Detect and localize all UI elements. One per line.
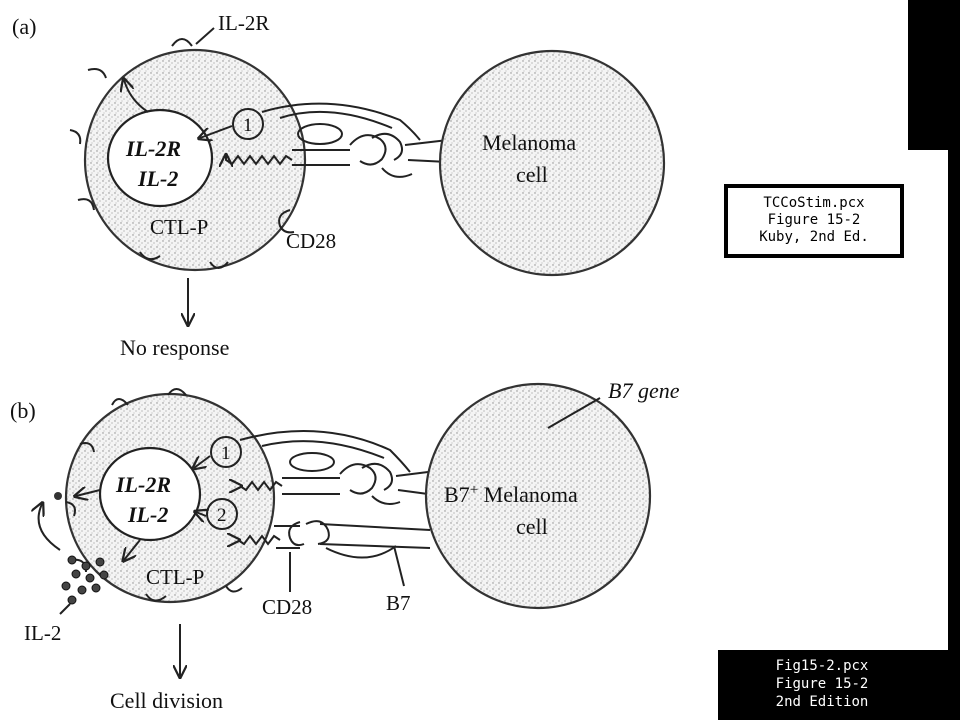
panel-a-il2r-pointer [195, 27, 215, 45]
panel-b-melanoma-cell [424, 382, 652, 610]
panel-a-step1-circle [232, 108, 264, 140]
panel-b-export-arrow-down [124, 539, 141, 560]
panel-a-cd28-receptor [278, 209, 295, 234]
panel-b-melanoma-line1: B7+ Melanoma [444, 482, 578, 507]
panel-a-step1-arrow [200, 125, 233, 138]
panel-b-nucleus-il2r: IL-2R [115, 472, 171, 497]
file-label-bottom-line3: 2nd Edition [776, 694, 869, 710]
top-right-dark-corner [908, 0, 948, 150]
panel-b-outcome-label: Cell division [110, 688, 223, 713]
file-label-bottom-line1: Fig15-2.pcx [776, 658, 869, 674]
panel-b-tcr-mhc-complex [239, 430, 429, 505]
panel-b-label: (b) [10, 398, 36, 423]
panel-a-il2r-label: IL-2R [218, 11, 269, 35]
panel-b-b7-gene-text: B7 gene [608, 378, 680, 403]
panel-b-melanoma-line2: cell [516, 514, 548, 539]
panel-b-il2-label: IL-2 [24, 621, 61, 645]
panel-b-b7-pointer [393, 545, 405, 587]
file-label-bottom: Fig15-2.pcx Figure 15-2 2nd Edition [718, 650, 960, 720]
panel-b-b7-gene-pointer [547, 397, 601, 429]
panel-a-melanoma-line2: cell [516, 162, 548, 187]
file-label-top-line1: TCCoStim.pcx [763, 195, 864, 211]
panel-b-ctlp-label: CTL-P [146, 565, 204, 589]
panel-b-melanoma-sup: + [470, 482, 478, 498]
crop-mask-right [700, 370, 718, 410]
panel-b-b7-gene-label: B7 gene [608, 378, 680, 403]
panel-a: (a) IL-2R IL-2R IL-2 1 [12, 11, 666, 360]
panel-b-il2-bound [54, 492, 62, 500]
panel-a-nucleus-il2: IL-2 [137, 166, 178, 191]
panel-b-il2-molecules [61, 555, 109, 605]
panel-b-step2-label: 2 [217, 505, 227, 526]
panel-b-nucleus-il2: IL-2 [127, 502, 168, 527]
panel-a-ctlp-label: CTL-P [150, 215, 208, 239]
panel-a-nucleus-il2r: IL-2R [125, 136, 181, 161]
panel-a-melanoma-line1: Melanoma [482, 130, 576, 155]
panel-b-melanoma-b7: B7 [444, 482, 470, 507]
panel-a-cd28-label: CD28 [286, 229, 336, 253]
panel-b-step2-arrow [196, 512, 206, 516]
panel-b-export-arrow-left [76, 490, 101, 496]
panel-b-signal1-arrow [240, 480, 283, 490]
panel-b-nucleus [98, 446, 202, 542]
panel-a-step1-label: 1 [243, 115, 253, 136]
panel-a-il2r-receptors [69, 38, 229, 269]
panel-a-export-arrow [124, 80, 149, 113]
panel-b-autocrine-arrow [39, 504, 61, 551]
file-label-top-line3: Kuby, 2nd Ed. [759, 229, 869, 245]
file-label-bottom-line2: Figure 15-2 [776, 676, 869, 692]
panel-b-step1-label: 1 [221, 443, 231, 464]
panel-b-cd28-b7-complex [274, 520, 431, 559]
panel-b-step1-circle [210, 436, 242, 468]
panel-b-b7-label: B7 [386, 591, 411, 615]
file-label-top: TCCoStim.pcx Figure 15-2 Kuby, 2nd Ed. [724, 184, 904, 258]
panel-a-melanoma-cell [438, 49, 666, 277]
right-dark-strip [948, 0, 960, 720]
panel-a-signal-arrow [226, 156, 293, 164]
panel-b-signal2-arrow [238, 534, 281, 544]
panel-a-outcome-label: No response [120, 335, 229, 360]
panel-a-label: (a) [12, 14, 36, 39]
panel-b-il2-pointer [59, 603, 71, 615]
panel-b-step1-arrow [194, 455, 211, 468]
panel-b-melanoma-word: Melanoma [478, 482, 578, 507]
panel-a-nucleus [106, 108, 214, 208]
panel-b-cd28-label: CD28 [262, 595, 312, 619]
panel-b: (b) IL-2R IL-2 1 2 [10, 378, 680, 713]
file-label-top-line2: Figure 15-2 [768, 212, 861, 228]
